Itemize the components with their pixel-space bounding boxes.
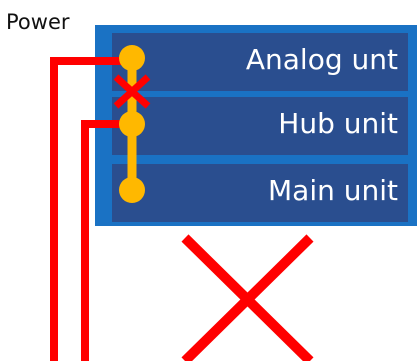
connector-node-analog (119, 45, 145, 71)
connector-node-hub (119, 111, 145, 137)
analog-unit: Analog unt (112, 33, 408, 91)
power-wire-to-analog (50, 57, 128, 361)
main-unit-label: Main unit (268, 174, 398, 207)
large-cross-icon (181, 234, 314, 361)
main-unit: Main unit (112, 164, 408, 222)
hub-unit-label: Hub unit (278, 107, 398, 140)
power-label: Power (6, 10, 70, 34)
power-wire-to-hub (81, 120, 132, 361)
hub-unit: Hub unit (112, 97, 408, 155)
analog-unit-label: Analog unt (245, 43, 398, 76)
connector-node-main (119, 177, 145, 203)
small-cross-icon (113, 74, 151, 109)
